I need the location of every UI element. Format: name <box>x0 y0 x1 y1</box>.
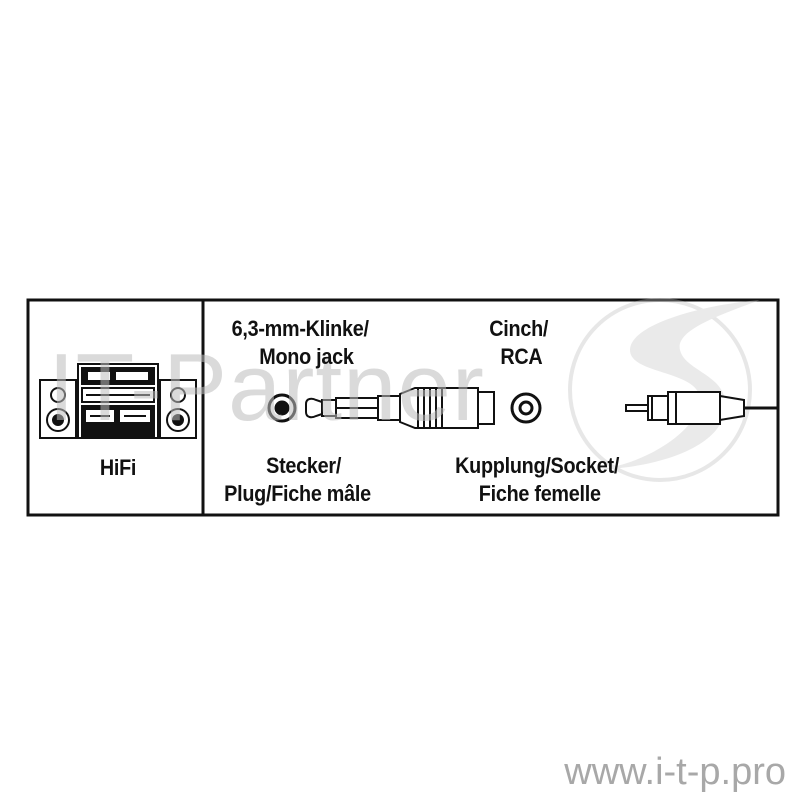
hifi-label: HiFi <box>99 455 137 480</box>
connector-b-name-line2: RCA <box>500 344 543 369</box>
connector-b-type-line1: Kupplung/Socket/ <box>455 453 620 478</box>
hifi-system-icon <box>39 363 197 439</box>
jack-plug-icon <box>305 387 495 429</box>
connector-a-type-line1: Stecker/ <box>266 453 342 478</box>
jack-socket-icon <box>267 393 297 423</box>
connector-a-type-line2: Plug/Fiche mâle <box>224 481 371 506</box>
footer-site-url: www.i-t-p.pro <box>564 751 786 793</box>
rca-socket-icon <box>510 392 542 424</box>
connector-a-name-line2: Mono jack <box>259 344 354 369</box>
connector-a-name-line1: 6,3-mm-Klinke/ <box>231 316 369 341</box>
connector-b-name-line1: Cinch/ <box>489 316 549 341</box>
rca-plug-icon <box>625 391 778 425</box>
watermark-logo-icon <box>568 298 760 482</box>
connector-b-type-line2: Fiche femelle <box>478 481 601 506</box>
watermark-text: IT-Partner <box>48 334 485 441</box>
